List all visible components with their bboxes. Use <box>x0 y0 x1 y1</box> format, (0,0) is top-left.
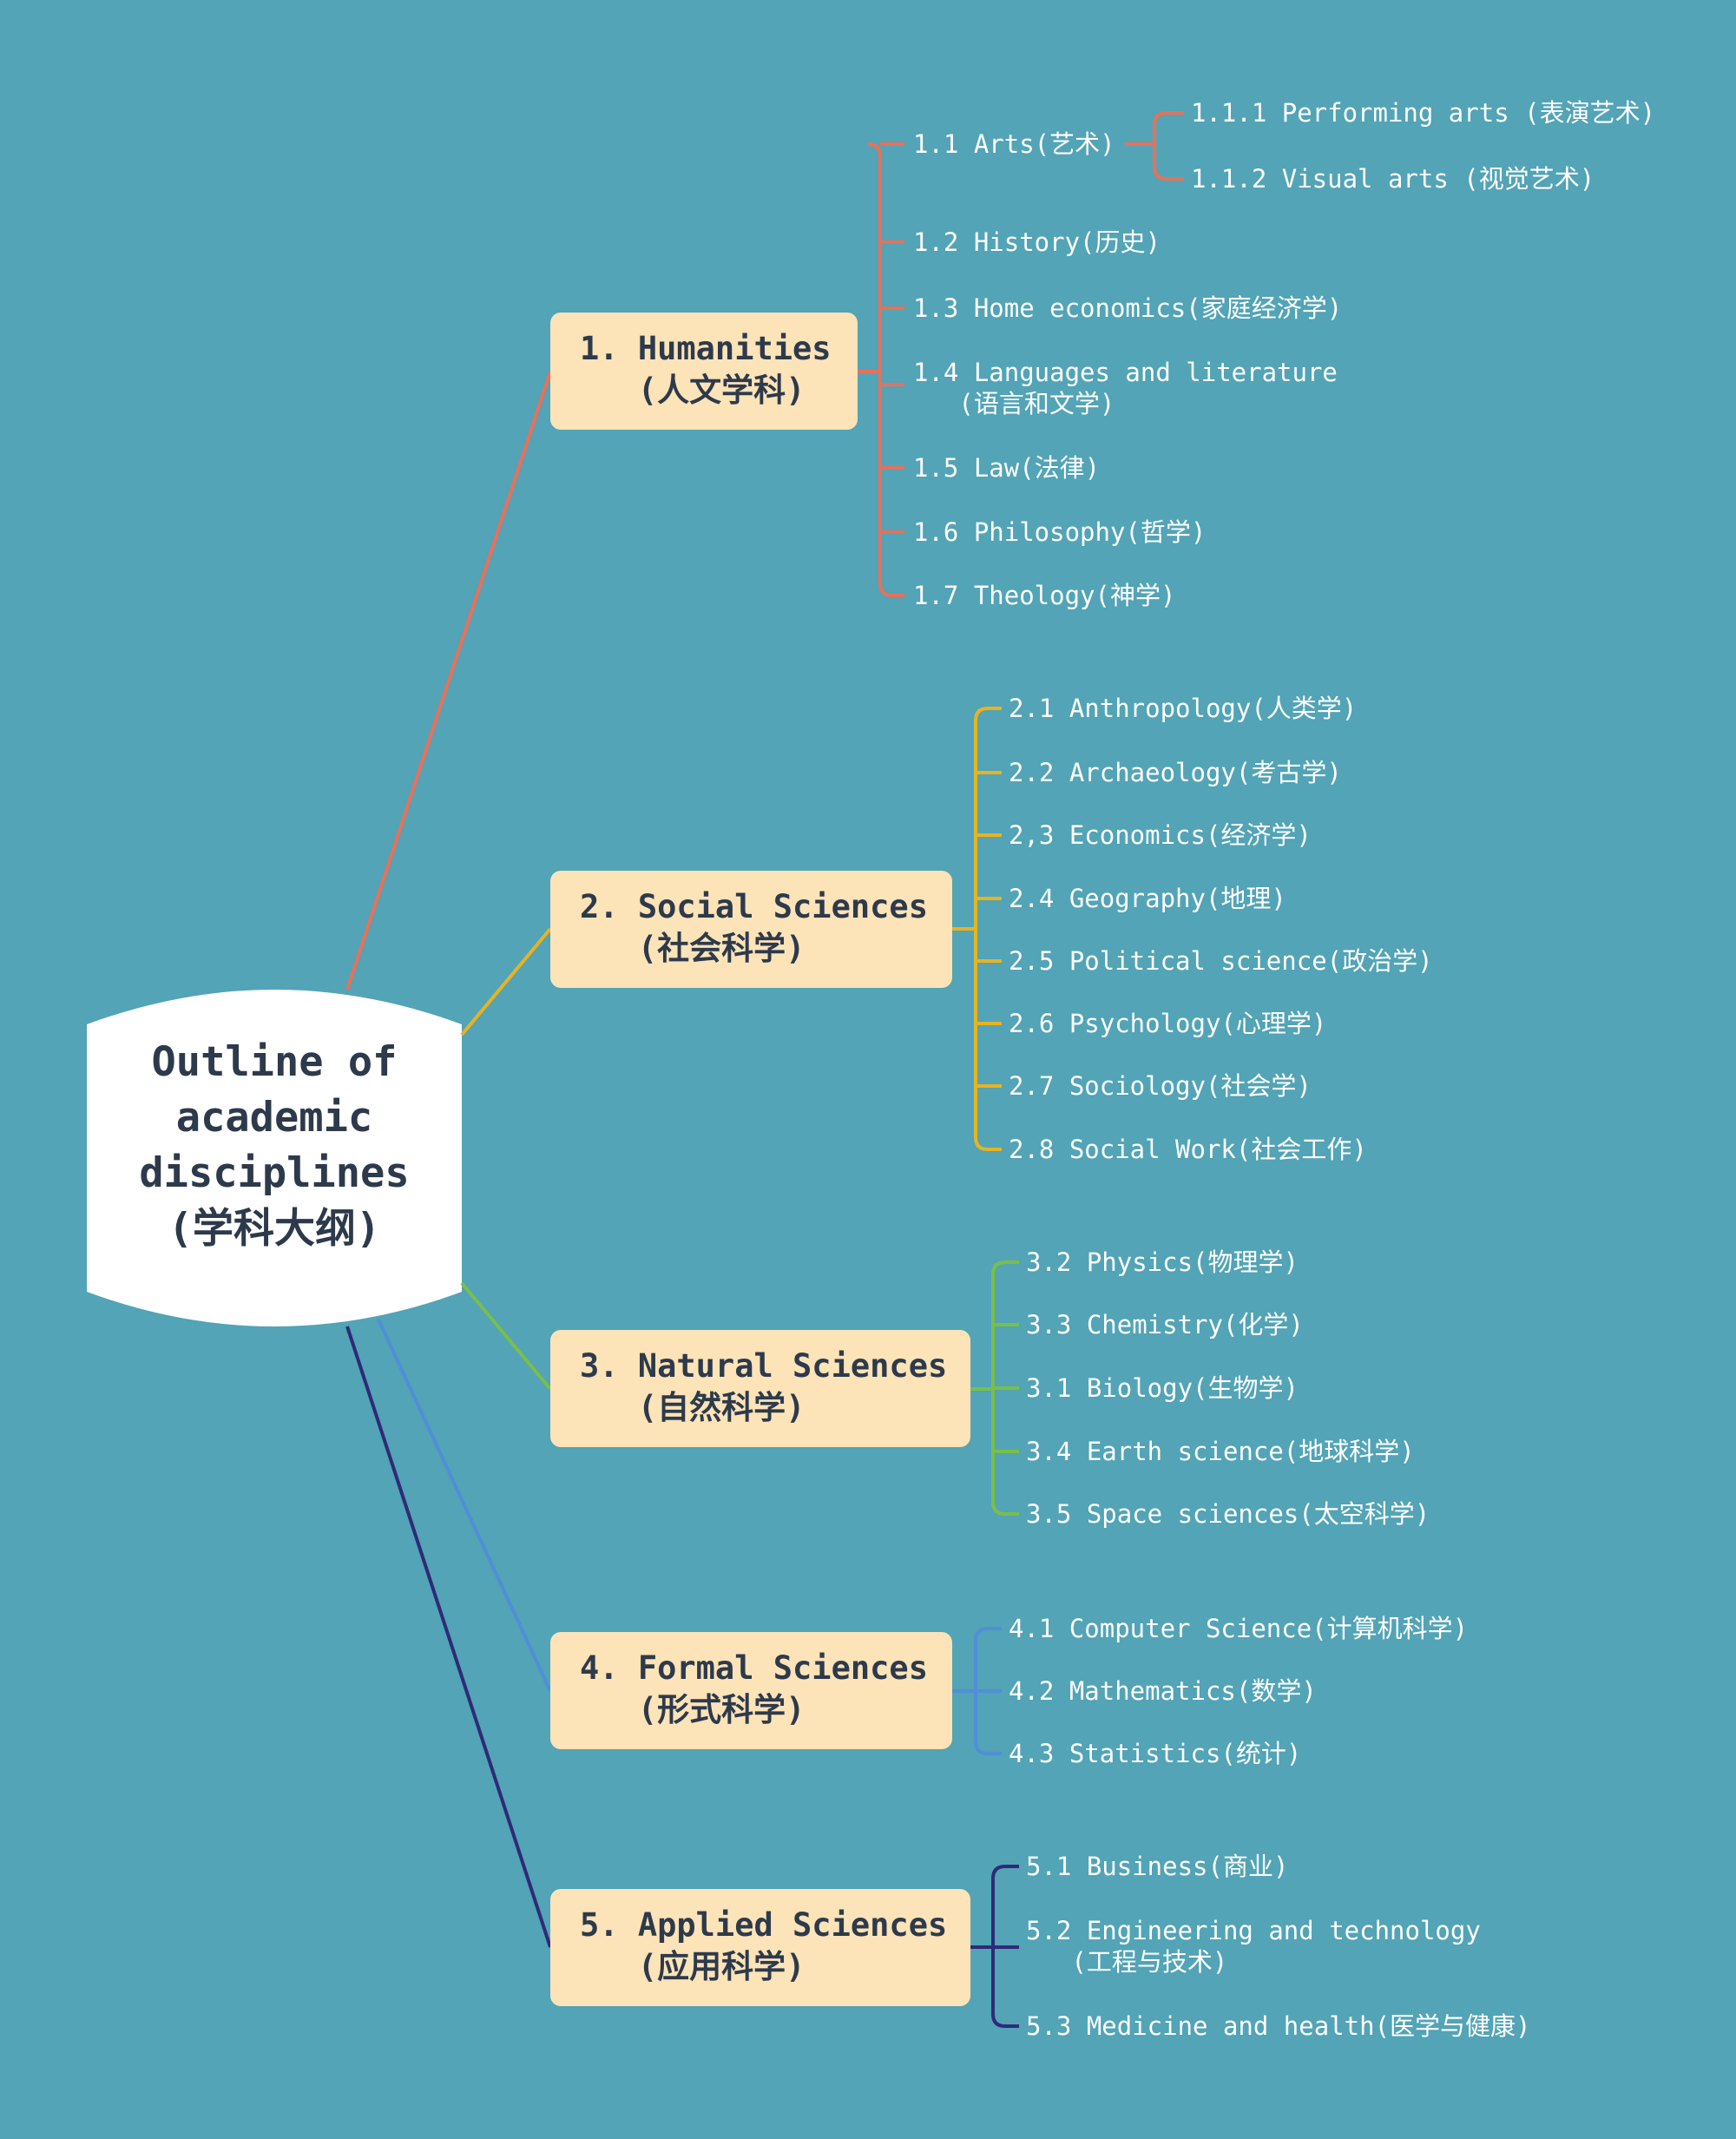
leaf-geography[interactable]: 2.4 Geography(地理) <box>1009 884 1286 913</box>
leaf-performing-arts[interactable]: 1.1.1 Performing arts (表演艺术) <box>1191 98 1656 128</box>
leaf-chemistry[interactable]: 3.3 Chemistry(化学) <box>1026 1310 1304 1339</box>
leaf-archaeology[interactable]: 2.2 Archaeology(考古学) <box>1009 758 1342 787</box>
leaf-theology[interactable]: 1.7 Theology(神学) <box>913 581 1176 610</box>
bracket-applied-spine <box>991 1865 1019 2028</box>
bracket-humanities-tick <box>867 142 904 597</box>
root-title: Outline of academic disciplines (学科大纲) <box>139 1038 410 1253</box>
leaf-economics[interactable]: 2,3 Economics(经济学) <box>1009 820 1312 850</box>
leaf-medicine-health[interactable]: 5.3 Medicine and health(医学与健康) <box>1026 2011 1531 2041</box>
leaf-business[interactable]: 5.1 Business(商业) <box>1026 1852 1289 1881</box>
leaf-physics[interactable]: 3.2 Physics(物理学) <box>1026 1247 1299 1277</box>
connector-root-humanities <box>345 371 552 991</box>
leaf-visual-arts[interactable]: 1.1.2 Visual arts (视觉艺术) <box>1191 164 1595 194</box>
branch-humanities[interactable]: 1. Humanities (人文学科) <box>550 313 858 430</box>
leaf-earth-science[interactable]: 3.4 Earth science(地球科学) <box>1026 1437 1415 1466</box>
leaf-mathematics[interactable]: 4.2 Mathematics(数学) <box>1009 1676 1317 1706</box>
leaf-social-work[interactable]: 2.8 Social Work(社会工作) <box>1009 1135 1367 1164</box>
leaf-psychology[interactable]: 2.6 Psychology(心理学) <box>1009 1009 1327 1038</box>
leaf-political-science[interactable]: 2.5 Political science(政治学) <box>1009 946 1433 976</box>
leaf-law[interactable]: 1.5 Law(法律) <box>913 453 1101 483</box>
leaf-home-economics[interactable]: 1.3 Home economics(家庭经济学) <box>913 293 1343 323</box>
connector-root-formal <box>377 1319 552 1692</box>
branch-applied-sciences[interactable]: 5. Applied Sciences (应用科学) <box>550 1889 970 2006</box>
leaf-statistics[interactable]: 4.3 Statistics(统计) <box>1009 1739 1302 1768</box>
bracket-natural-spine <box>991 1260 1019 1516</box>
connector-root-social <box>460 927 552 1037</box>
branch-social-sciences[interactable]: 2. Social Sciences (社会科学) <box>550 871 952 988</box>
leaf-computer-science[interactable]: 4.1 Computer Science(计算机科学) <box>1009 1614 1469 1643</box>
leaf-engineering-technology[interactable]: 5.2 Engineering and technology (工程与技术) <box>1026 1916 1481 1977</box>
leaf-history[interactable]: 1.2 History(历史) <box>913 227 1161 257</box>
leaf-languages-literature[interactable]: 1.4 Languages and literature (语言和文学) <box>913 358 1338 418</box>
connector-root-natural <box>460 1281 552 1391</box>
leaf-sociology[interactable]: 2.7 Sociology(社会学) <box>1009 1071 1312 1101</box>
bracket-arts-spine <box>1153 111 1184 181</box>
bracket-formal-spine <box>974 1627 1002 1755</box>
connector-root-applied <box>345 1326 552 1948</box>
leaf-biology[interactable]: 3.1 Biology(生物学) <box>1026 1373 1299 1403</box>
leaf-arts[interactable]: 1.1 Arts(艺术) <box>913 129 1115 159</box>
leaf-anthropology[interactable]: 2.1 Anthropology(人类学) <box>1009 694 1358 723</box>
branch-natural-sciences[interactable]: 3. Natural Sciences (自然科学) <box>550 1330 970 1447</box>
leaf-philosophy[interactable]: 1.6 Philosophy(哲学) <box>913 517 1207 547</box>
root-node-shape <box>87 990 462 1326</box>
leaf-space-sciences[interactable]: 3.5 Space sciences(太空科学) <box>1026 1499 1430 1529</box>
bracket-social-spine <box>974 707 1002 1151</box>
branch-formal-sciences[interactable]: 4. Formal Sciences (形式科学) <box>550 1632 952 1749</box>
